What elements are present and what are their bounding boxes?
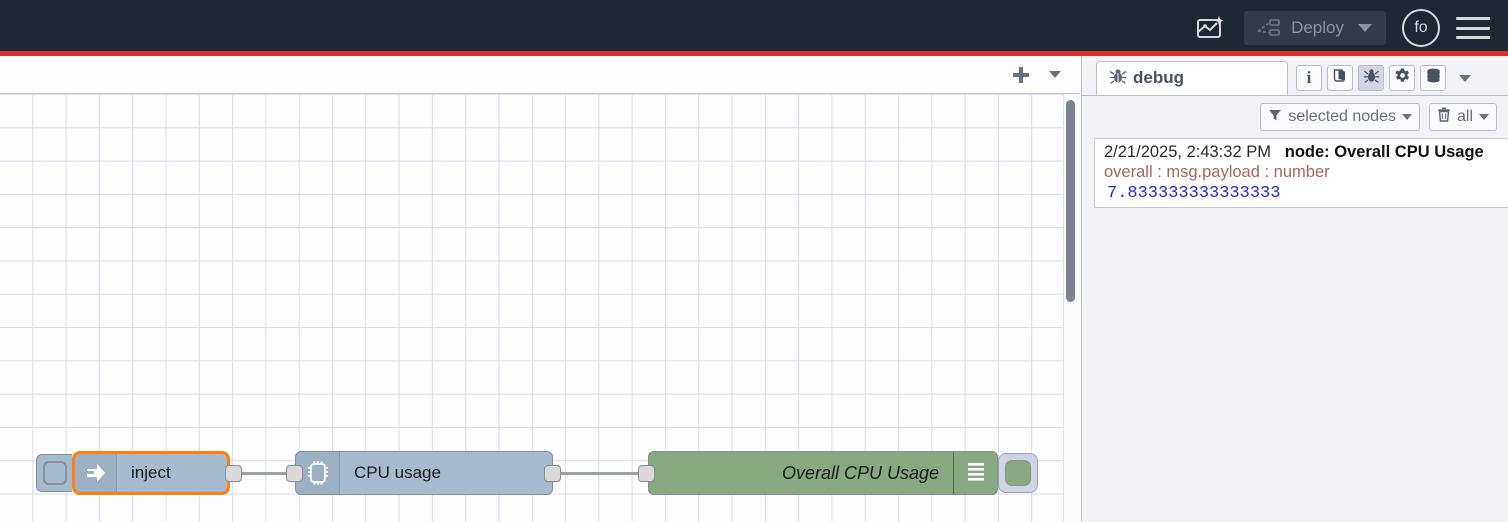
debug-message-source-prefix: node: xyxy=(1284,143,1335,161)
hamburger-menu-icon[interactable] xyxy=(1456,13,1490,43)
node-cpu-usage[interactable]: CPU usage xyxy=(295,451,553,495)
sidebar-tab-buttons: i xyxy=(1296,65,1477,95)
node-cpu-usage-output-port[interactable] xyxy=(544,465,561,482)
deploy-label: Deploy xyxy=(1291,18,1344,37)
workspace-tab-bar xyxy=(0,56,1080,94)
wire-cpu-to-debug xyxy=(560,472,640,475)
debug-message-timestamp: 2/21/2025, 2:43:32 PM xyxy=(1104,143,1271,161)
chevron-down-icon[interactable] xyxy=(1358,24,1386,32)
cpu-chip-icon xyxy=(296,452,340,494)
trash-icon xyxy=(1437,107,1451,127)
avatar[interactable]: fo xyxy=(1402,9,1440,47)
node-overall-cpu-usage-status-button[interactable] xyxy=(998,453,1038,493)
debug-clear-label: all xyxy=(1456,108,1473,125)
context-tab-button[interactable] xyxy=(1420,65,1446,91)
info-tab-button[interactable]: i xyxy=(1296,65,1322,91)
help-tab-button[interactable] xyxy=(1327,65,1353,91)
debug-filter-button[interactable]: selected nodes xyxy=(1260,103,1420,131)
debug-message-topic: overall : msg.payload : number xyxy=(1104,163,1330,181)
debug-filter-label: selected nodes xyxy=(1288,108,1396,125)
debug-message-list[interactable]: 2/21/2025, 2:43:32 PM node: Overall CPU … xyxy=(1094,138,1508,208)
arrow-right-icon xyxy=(75,454,117,492)
debug-tab-button[interactable] xyxy=(1358,65,1384,91)
node-overall-cpu-usage[interactable]: Overall CPU Usage xyxy=(648,451,998,495)
chevron-down-icon xyxy=(1401,114,1412,120)
deploy-button[interactable]: Deploy xyxy=(1244,11,1386,45)
info-icon: i xyxy=(1306,68,1312,87)
debug-message-item[interactable]: 2/21/2025, 2:43:32 PM node: Overall CPU … xyxy=(1104,143,1503,203)
node-overall-cpu-usage-label: Overall CPU Usage xyxy=(781,462,939,483)
inject-button-inner xyxy=(42,461,67,485)
sidebar-more-tabs-chevron-down-icon[interactable] xyxy=(1453,66,1477,90)
debug-clear-button[interactable]: all xyxy=(1428,103,1497,131)
debug-lines-icon xyxy=(953,452,997,494)
inject-node-trigger-button[interactable] xyxy=(36,454,72,492)
avatar-initials: fo xyxy=(1414,19,1428,36)
debug-message-header: 2/21/2025, 2:43:32 PM node: Overall CPU … xyxy=(1104,143,1503,162)
status-indicator xyxy=(1005,460,1031,486)
database-icon xyxy=(1425,67,1442,89)
sidebar-tab-debug[interactable]: debug xyxy=(1096,61,1288,95)
debug-message-value: 7.833333333333333 xyxy=(1107,184,1281,203)
deploy-icon xyxy=(1244,19,1291,37)
sidebar-tab-debug-label: debug xyxy=(1133,68,1184,87)
gear-icon xyxy=(1394,67,1411,89)
debug-message-source[interactable]: Overall CPU Usage xyxy=(1334,143,1484,161)
header-accent-strip xyxy=(0,51,1508,56)
node-inject-label: inject xyxy=(131,463,171,482)
bug-icon xyxy=(1363,67,1380,89)
sidebar-tab-bar: debug i xyxy=(1082,56,1508,96)
node-cpu-usage-input-port[interactable] xyxy=(286,465,303,482)
debug-toolbar: selected nodes all xyxy=(1082,96,1508,138)
chevron-down-icon xyxy=(1479,114,1489,120)
node-overall-cpu-usage-input-port[interactable] xyxy=(638,465,655,482)
flow-canvas[interactable]: inject xyxy=(0,94,1063,522)
node-cpu-usage-label: CPU usage xyxy=(354,463,441,482)
config-tab-button[interactable] xyxy=(1389,65,1415,91)
sidebar: debug i xyxy=(1081,56,1508,522)
wire-inject-to-cpu xyxy=(238,472,288,475)
palette-add-icon[interactable] xyxy=(1190,8,1230,48)
funnel-icon xyxy=(1268,108,1282,127)
bug-icon xyxy=(1109,67,1127,90)
book-icon xyxy=(1332,67,1349,89)
app-header: Deploy fo xyxy=(0,0,1508,56)
plus-icon[interactable] xyxy=(1004,58,1038,92)
flow-menu-chevron-down-icon[interactable] xyxy=(1038,58,1072,92)
canvas-vertical-scrollbar-thumb[interactable] xyxy=(1066,100,1075,302)
node-inject-output-port[interactable] xyxy=(225,465,242,482)
node-inject[interactable]: inject xyxy=(72,451,230,495)
